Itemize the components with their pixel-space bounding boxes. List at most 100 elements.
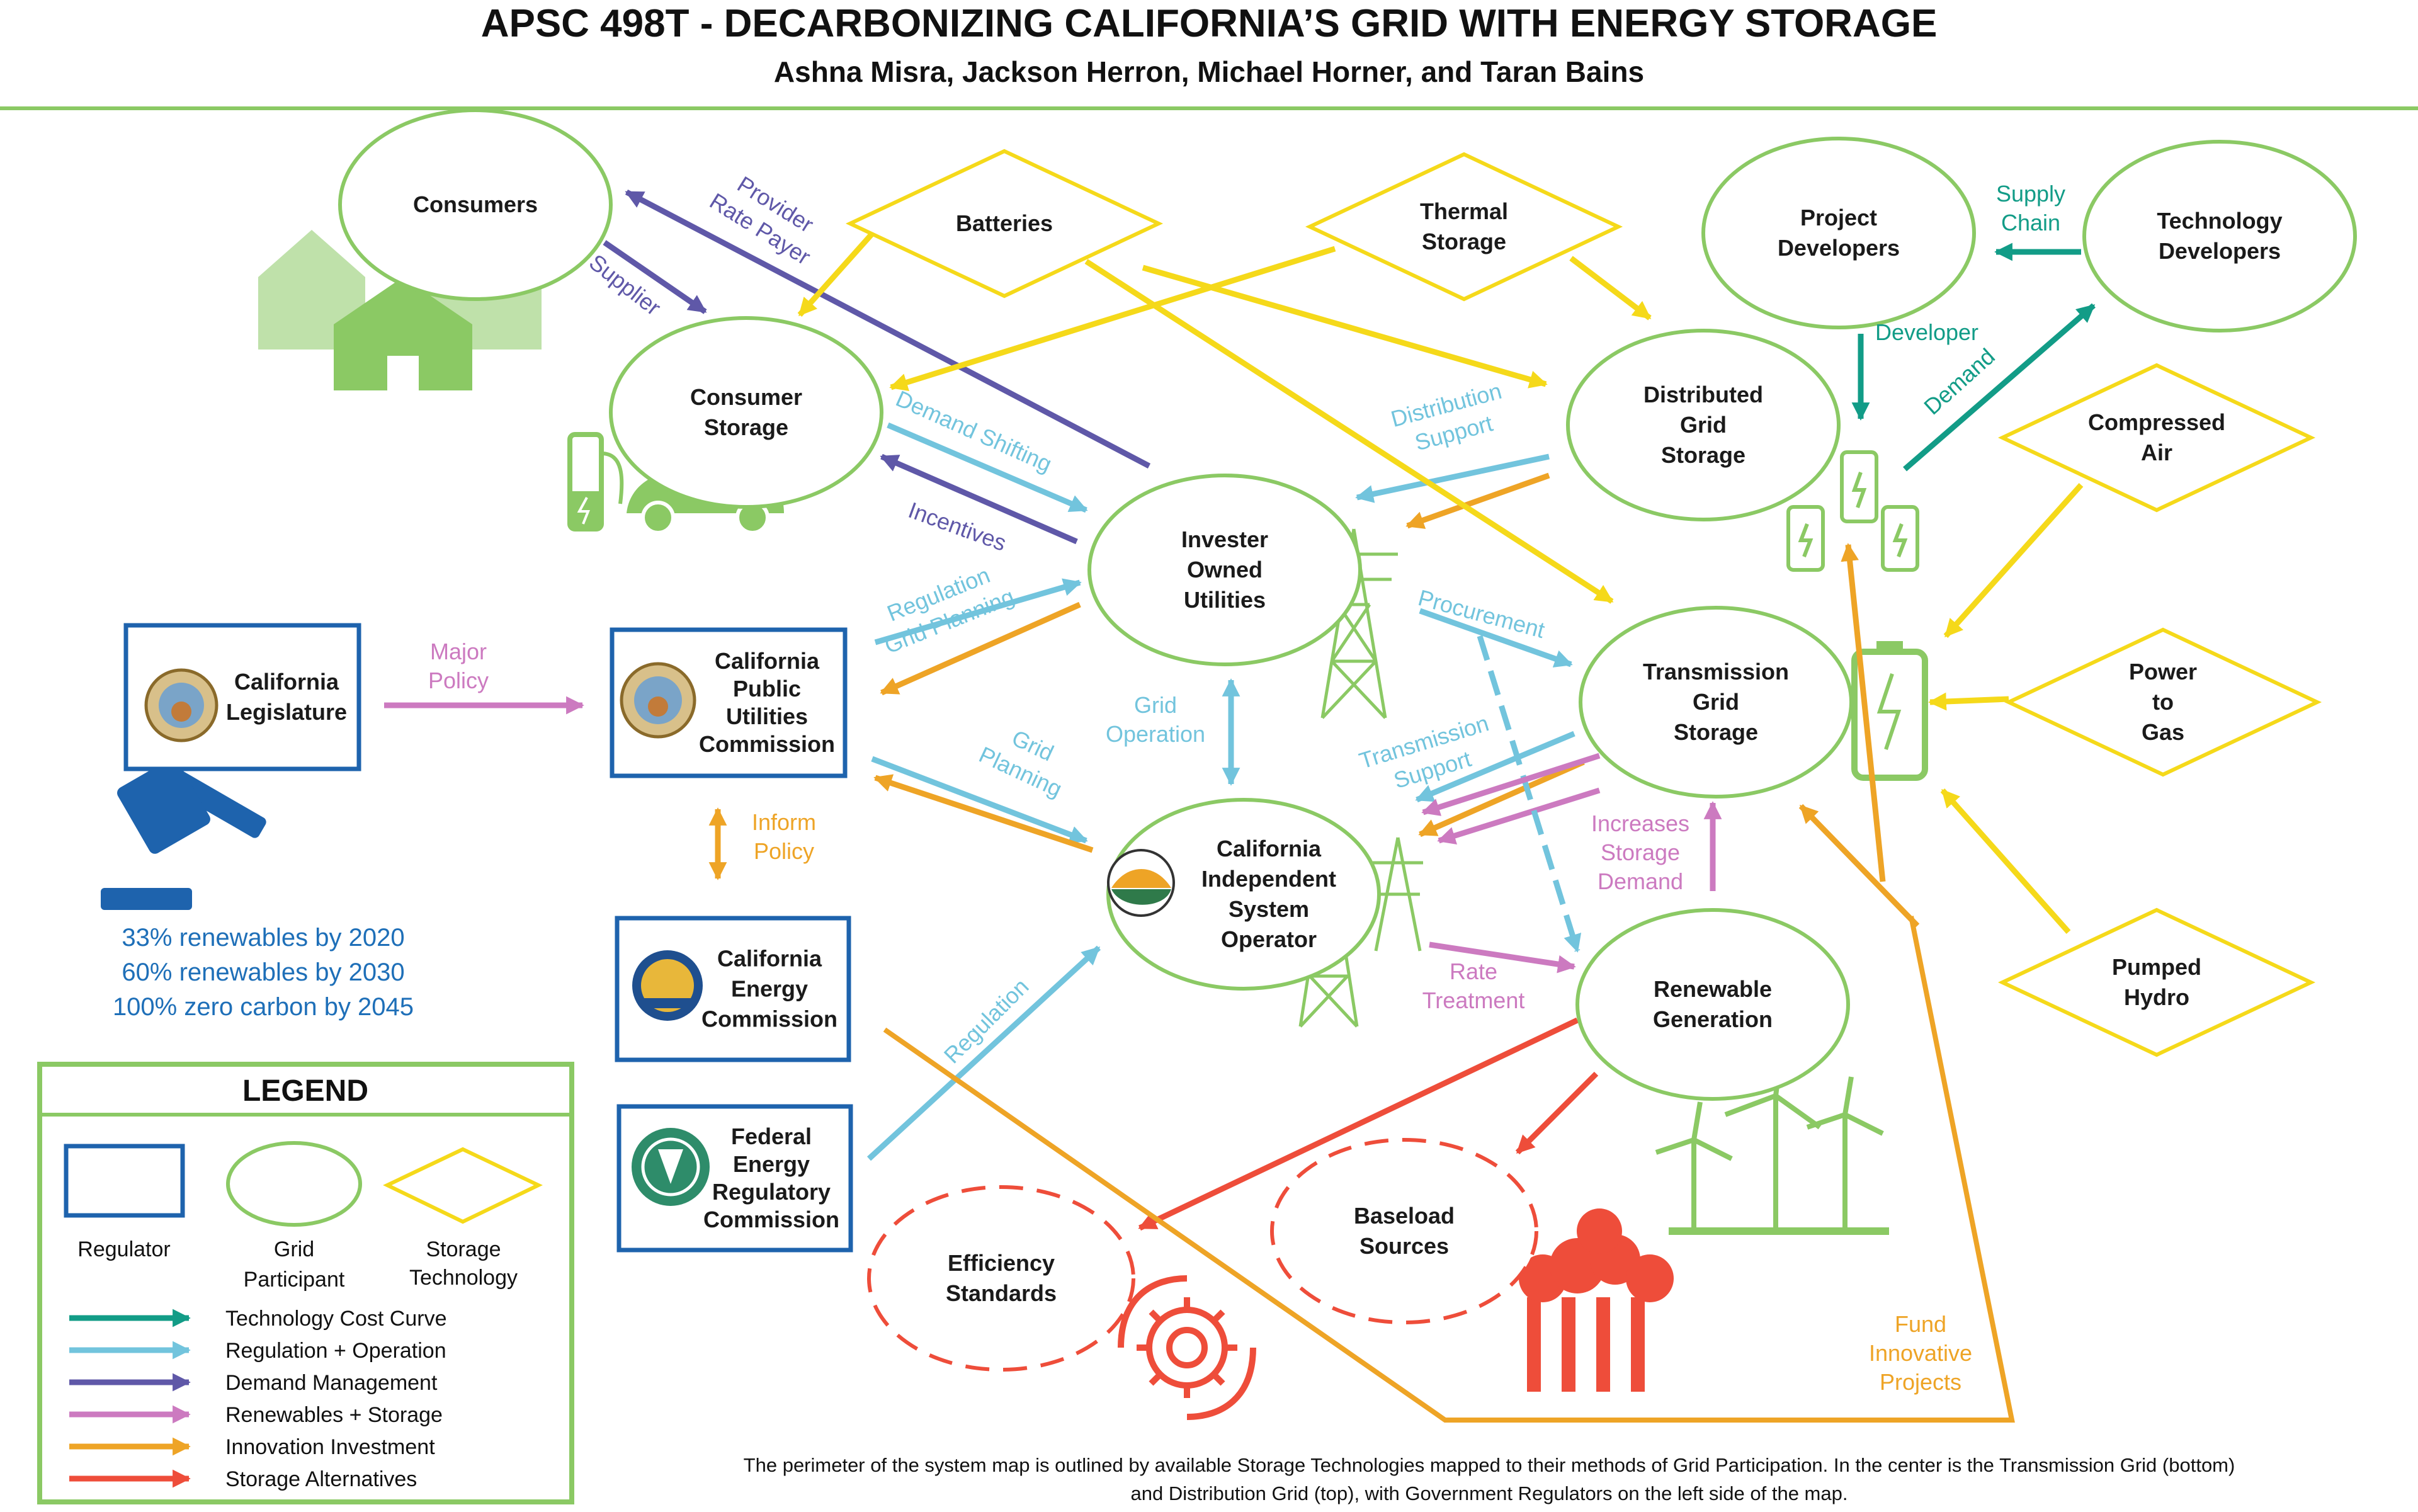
nodes-layer: ConsumersConsumerStorageInvesterOwnedUti… (123, 108, 2357, 1372)
factory-icon (1519, 1208, 1674, 1392)
legend-arrow-label-4: Renewables + Storage (225, 1403, 443, 1427)
node-label-baseload-1: Baseload (1354, 1203, 1455, 1229)
node-label-thermal-1: Thermal (1420, 198, 1508, 224)
edge-fund-innovative-projects (883, 916, 2015, 1423)
node-label-batteries-1: Batteries (956, 210, 1053, 236)
edge-blue-9 (866, 945, 1101, 1161)
edge-procurement-dashed (1477, 635, 1582, 953)
legend-arrow-label-6: Storage Alternatives (225, 1467, 417, 1491)
node-label-caiso-1: California (1217, 836, 1322, 861)
edge-orange-19 (873, 774, 1094, 853)
edge-purple-12 (880, 453, 1078, 545)
edge-label-text-grid-operation-1: Grid (1134, 692, 1177, 718)
policy-goals: 33% renewables by 2020 60% renewables by… (113, 924, 414, 1021)
node-label-tech-dev-1: Technology (2157, 208, 2282, 234)
legend: LEGEND Regulator Grid Participant Storag… (37, 1062, 574, 1504)
edge-blue-7 (1419, 608, 1573, 668)
node-label-iou-1: Invester (1181, 526, 1268, 552)
legend-grid-participant-label-1: Grid (274, 1237, 314, 1261)
edge-label-text-major-policy-1: Major (430, 639, 487, 664)
node-label-cec-1: California (717, 946, 822, 972)
wind-turbines-icon (1655, 1045, 1889, 1235)
edge-blue-5 (871, 756, 1088, 844)
node-label-ferc-4: Commission (703, 1207, 839, 1232)
node-label-cpuc-3: Utilities (726, 703, 808, 729)
node-label-ferc-1: Federal (731, 1123, 812, 1149)
node-label-caiso-4: Operator (1221, 926, 1317, 952)
edge-red-26 (1138, 1017, 1579, 1231)
legend-storage-tech-label-1: Storage (426, 1237, 501, 1261)
legend-storage-tech-label-2: Technology (409, 1266, 518, 1290)
ferc-seal-icon (632, 1128, 710, 1206)
edge-label-text-fund-innovative-projects-3: Projects (1880, 1369, 1961, 1395)
node-label-iou-2: Owned (1187, 557, 1263, 583)
edge-label-text-fund-innovative-projects-1: Fund (1895, 1311, 1946, 1337)
edge-pink-16 (1437, 787, 1601, 844)
edge-yellow-30 (1142, 264, 1548, 389)
node-label-cec-3: Commission (701, 1006, 837, 1032)
node-label-transmission-2: Grid (1693, 689, 1739, 715)
gear-cycle-icon (1118, 1275, 1256, 1420)
edge-orange-25 (1841, 543, 1886, 882)
edge-label-text-fund-innovative-projects-2: Innovative (1869, 1340, 1972, 1366)
cpuc-seal-icon (620, 662, 696, 739)
legislature-seal-icon (144, 668, 219, 742)
node-label-pumped-hydro-1: Pumped (2112, 954, 2201, 980)
edge-yellow-31 (1084, 259, 1614, 604)
edge-blue-6 (1355, 453, 1550, 503)
node-label-transmission-1: Transmission (1643, 659, 1789, 685)
node-label-power-to-gas-1: Power (2129, 659, 2197, 685)
edge-orange-20 (1405, 472, 1550, 529)
node-label-cpuc-4: Commission (699, 731, 835, 757)
footer-line-1: The perimeter of the system map is outli… (744, 1454, 2235, 1476)
edge-label-text-inform-policy-2: Policy (754, 838, 814, 864)
edge-orange-24 (1798, 804, 1920, 928)
node-label-cpuc-2: Public (733, 676, 801, 702)
edge-label-text-developer-1: Developer (1875, 319, 1978, 345)
edge-purple-14 (603, 240, 707, 314)
legend-arrow-label-5: Innovation Investment (225, 1435, 435, 1459)
node-label-ferc-2: Energy (733, 1151, 810, 1177)
node-label-efficiency-2: Standards (946, 1280, 1057, 1306)
node-label-caiso-2: Independent (1201, 866, 1336, 892)
node-label-efficiency-1: Efficiency (948, 1250, 1055, 1276)
edge-label-text-increases-storage-demand-1: Increases (1591, 810, 1689, 836)
edge-blue-8 (1415, 730, 1575, 803)
edge-teal-2 (1903, 303, 2096, 472)
legend-grid-participant-label-2: Participant (244, 1268, 345, 1292)
legend-storage-tech-swatch (383, 1147, 543, 1224)
edge-orange-21 (1418, 759, 1585, 838)
edge-label-developer: Developer (1875, 319, 1978, 345)
edge-blue-4 (874, 578, 1082, 645)
edge-label-text-supply-chain-2: Chain (2001, 210, 2060, 236)
legend-arrow-label-2: Regulation + Operation (225, 1339, 446, 1363)
edge-label-text-increases-storage-demand-3: Demand (1598, 868, 1683, 894)
node-label-cpuc-1: California (715, 648, 820, 674)
authors: Ashna Misra, Jackson Herron, Michael Hor… (774, 55, 1644, 88)
legend-title: LEGEND (242, 1074, 368, 1108)
node-label-tech-dev-2: Developers (2159, 238, 2281, 264)
node-label-iou-3: Utilities (1184, 587, 1266, 613)
edge-yellow-34 (1928, 692, 2009, 711)
edge-yellow-29 (889, 246, 1336, 392)
edge-label-text-supply-chain-1: Supply (1996, 181, 2065, 207)
